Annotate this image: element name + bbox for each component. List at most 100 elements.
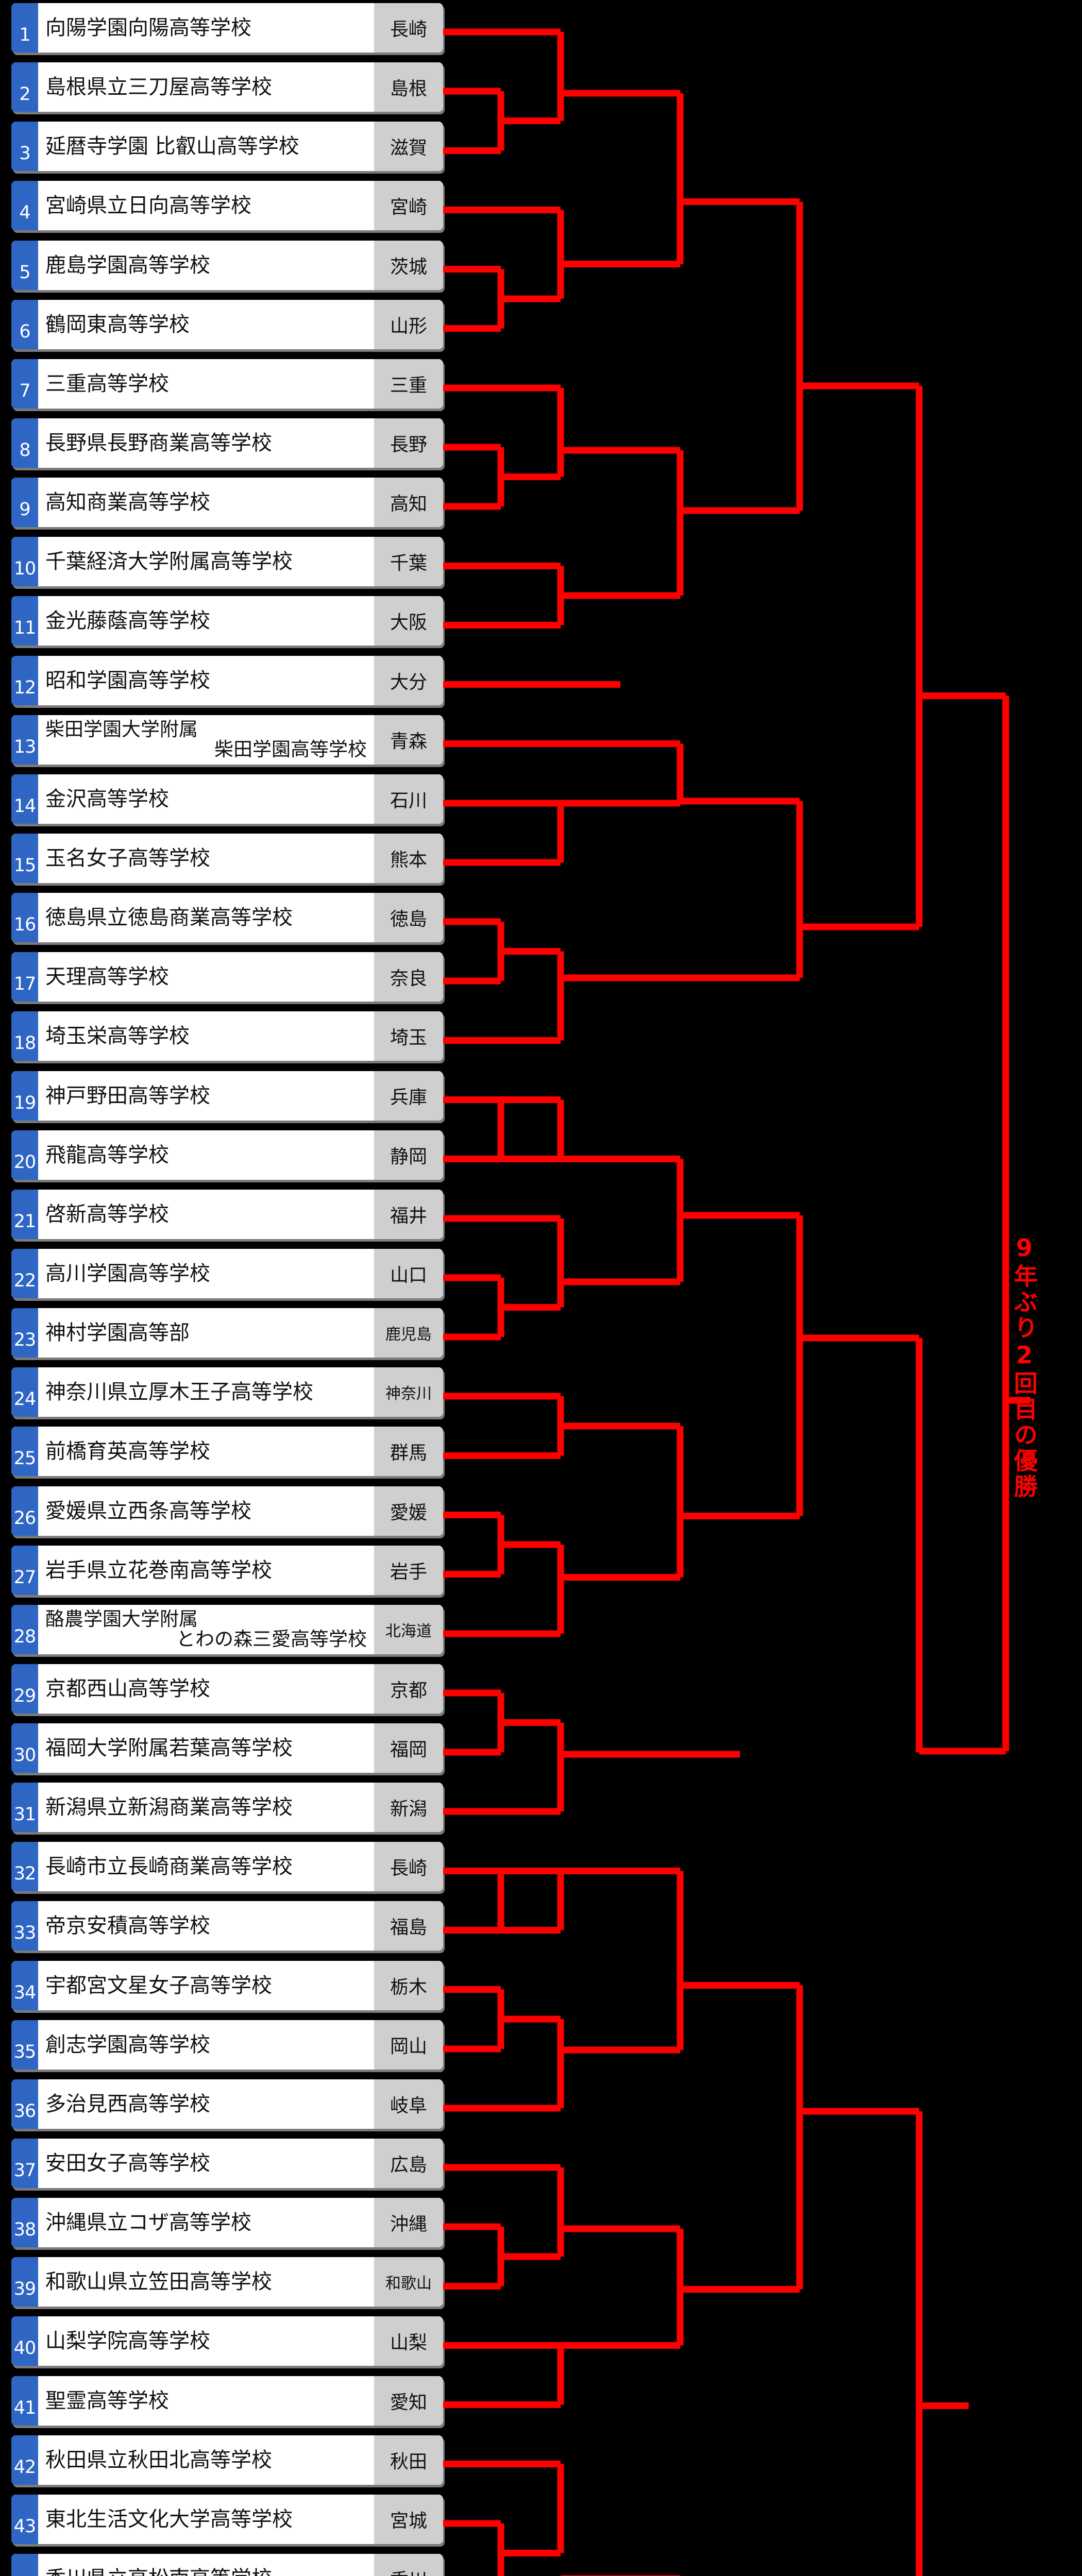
prefecture-chip: 新潟 [374, 1783, 443, 1833]
team-card[interactable]: 44香川県立高松南高等学校香川 [11, 2554, 443, 2576]
seed-number: 32 [11, 1842, 38, 1892]
prefecture-chip: 長崎 [374, 1842, 443, 1892]
team-row[interactable]: 32 長崎市立長崎商業高等学校 長崎 [11, 1842, 443, 1892]
school-name: 高知商業高等学校 [38, 478, 374, 527]
school-name-line1: 島根県立三刀屋高等学校 [45, 75, 272, 99]
team-row[interactable]: 44香川県立高松南高等学校香川 [11, 2554, 443, 2576]
school-name: 沖縄県立コザ高等学校 [38, 2198, 374, 2247]
prefecture-chip: 熊本 [374, 833, 443, 883]
prefecture-chip: 山形 [374, 299, 443, 349]
team-card[interactable]: 32 長崎市立長崎商業高等学校 長崎 [11, 1842, 443, 1892]
school-name-line1: 長崎市立長崎商業高等学校 [45, 1855, 293, 1879]
school-name-line1: 啓新高等学校 [45, 1202, 169, 1226]
seed-number: 7 [11, 359, 38, 409]
school-name-line1: 埼玉栄高等学校 [45, 1024, 190, 1048]
